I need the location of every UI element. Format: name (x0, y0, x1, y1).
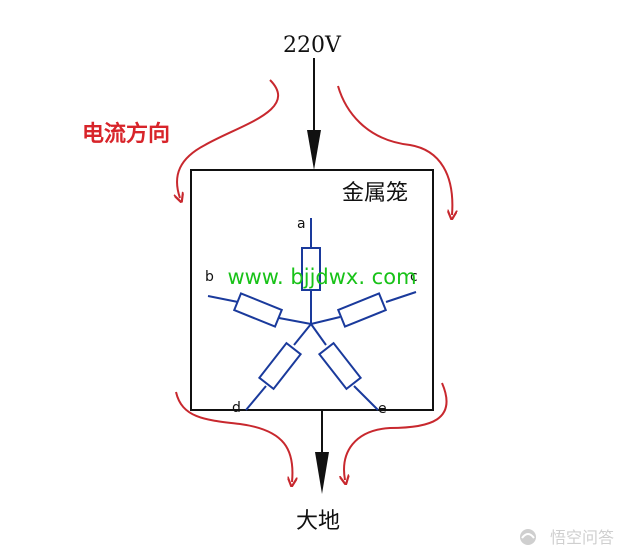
branch-b-wire-inner (278, 317, 312, 325)
node-label-e: e (378, 401, 387, 417)
resistor-d (257, 341, 303, 391)
branch-c-wire-inner (310, 316, 341, 325)
node-label-d: d (232, 400, 241, 416)
current-arrow-bottom-left (175, 391, 292, 482)
node-label-c: c (410, 269, 418, 285)
current-arrow-top-left (177, 79, 279, 198)
branch-e-wire-inner (310, 323, 327, 346)
node-label-a: a (297, 216, 306, 232)
metal-cage-label: 金属笼 (342, 181, 408, 206)
current-arrow-top-right (337, 85, 452, 215)
footer-brand: 悟空问答 (520, 528, 614, 547)
supply-arrow-head (307, 130, 321, 170)
ground-arrow-head (315, 452, 329, 494)
resistor-b (232, 292, 284, 328)
metal-cage (190, 169, 434, 411)
resistor-e (317, 341, 363, 391)
brand-name: 悟空问答 (550, 528, 614, 547)
current-arrow-bottom-right (344, 382, 448, 480)
current-direction-label: 电流方向 (82, 121, 170, 147)
watermark-url: www. bjjdwx. com (227, 265, 416, 289)
supply-voltage-label: 220V (283, 33, 342, 58)
branch-c-wire (385, 291, 417, 303)
resistor-c (336, 292, 388, 328)
branch-d-wire-inner (293, 323, 312, 346)
branch-b-wire (207, 295, 239, 303)
ground-label: 大地 (296, 509, 340, 534)
brand-logo-icon (520, 529, 536, 545)
star-circuit (207, 218, 417, 411)
branch-e-wire (353, 385, 379, 411)
node-label-b: b (205, 269, 214, 285)
branch-d-wire (245, 385, 267, 411)
